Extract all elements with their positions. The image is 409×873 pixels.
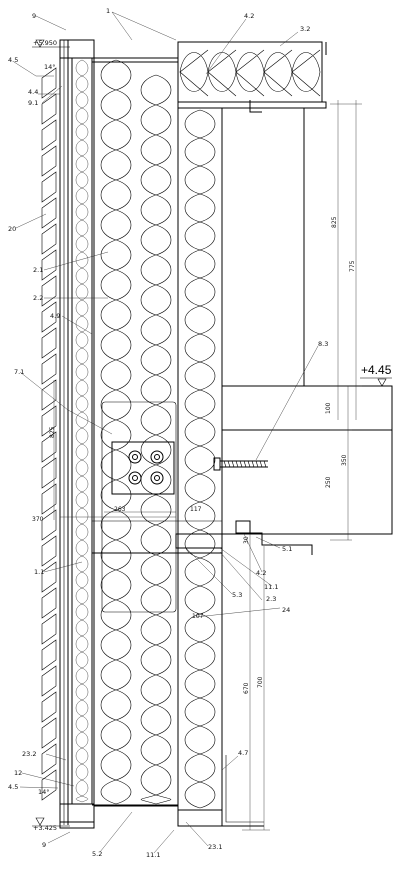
bracket-frame <box>101 401 177 613</box>
rigid-insulation-strip <box>71 57 93 805</box>
label-5-1: 5.1 <box>282 545 292 553</box>
dimension-lines <box>53 100 362 831</box>
label-24: 24 <box>282 606 290 614</box>
label-4-7: 4.7 <box>238 749 248 757</box>
level-marker-top <box>32 39 70 48</box>
label-4-5-bottom: 4.5 <box>8 783 18 791</box>
cladding-slat <box>41 249 57 281</box>
floor-slab <box>221 385 393 535</box>
label-4-2-top: 4.2 <box>244 12 254 20</box>
cladding-slat <box>41 431 57 463</box>
cladding-slat <box>41 743 57 775</box>
cladding-slat <box>41 561 57 593</box>
mineral-wool-outer-layer <box>93 57 179 807</box>
dimension-labels: 825 370 263 117 825 775 100 350 250 30 1… <box>32 216 356 694</box>
cladding-slat <box>41 301 57 333</box>
label-2-2: 2.2 <box>33 294 43 302</box>
label-9-top: 9 <box>32 12 36 20</box>
level-bottom: +3.425 <box>33 824 57 832</box>
label-3-2: 3.2 <box>300 25 310 33</box>
level-labels: +5.950 +4.45 +3.425 14° 14° <box>33 39 392 832</box>
label-2-1: 2.1 <box>33 266 43 274</box>
annotation-labels: 9 1 4.2 3.2 4.5 4.4 9.1 20 2.1 2.2 4.9 7… <box>8 7 328 859</box>
cladding-slat <box>41 353 57 385</box>
label-4-5-top: 4.5 <box>8 56 18 64</box>
label-11-1-bottom: 11.1 <box>146 851 160 859</box>
cladding-slat <box>41 327 57 359</box>
facade-cladding-slats <box>41 67 57 801</box>
level-top: +5.950 <box>33 39 57 47</box>
cladding-slat <box>41 119 57 151</box>
cladding-slat <box>41 457 57 489</box>
cladding-slat <box>41 223 57 255</box>
level-marker-bottom <box>32 817 70 827</box>
label-5-2: 5.2 <box>92 850 102 858</box>
cladding-slat <box>41 379 57 411</box>
cladding-slat <box>41 145 57 177</box>
label-9-1: 9.1 <box>28 99 38 107</box>
dim-117: 117 <box>190 506 202 513</box>
fire-barrier-profile <box>92 520 313 555</box>
cladding-slat <box>41 691 57 723</box>
cladding-slat <box>41 769 57 801</box>
cladding-slat <box>41 197 57 229</box>
cladding-slat <box>41 405 57 437</box>
dim-775: 775 <box>349 260 356 272</box>
label-12: 12 <box>14 769 22 777</box>
level-marker-slab <box>360 377 392 387</box>
cladding-slat <box>41 535 57 567</box>
slope-bottom: 14° <box>38 788 50 796</box>
dim-107: 107 <box>192 613 204 620</box>
dim-700: 700 <box>257 676 264 688</box>
cladding-slat <box>41 587 57 619</box>
cladding-slat <box>41 639 57 671</box>
anchor-bolt <box>213 457 268 471</box>
label-4-9: 4.9 <box>50 312 60 320</box>
label-9-bottom: 9 <box>42 841 46 849</box>
level-slab: +4.45 <box>361 363 392 377</box>
cladding-slat <box>41 275 57 307</box>
label-1-1: 1.1 <box>34 568 44 576</box>
bottom-plinth <box>177 755 264 827</box>
cladding-slat <box>41 483 57 515</box>
dim-263: 263 <box>114 506 126 513</box>
dim-670: 670 <box>243 682 250 694</box>
label-1-top: 1 <box>106 7 110 15</box>
label-20: 20 <box>8 225 16 233</box>
label-7-1: 7.1 <box>14 368 24 376</box>
cladding-slat <box>41 509 57 541</box>
label-2-3: 2.3 <box>266 595 276 603</box>
cladding-slat <box>41 67 57 99</box>
label-23-2: 23.2 <box>22 750 36 758</box>
label-4-4: 4.4 <box>28 88 38 96</box>
top-brackets <box>92 56 262 806</box>
label-5-3: 5.3 <box>232 591 242 599</box>
mineral-wool-inner-layer <box>177 107 223 811</box>
dim-30: 30 <box>243 536 250 544</box>
dim-825-right: 825 <box>331 216 338 228</box>
dim-250: 250 <box>325 476 332 488</box>
dim-370: 370 <box>32 516 44 523</box>
dim-100: 100 <box>325 402 332 414</box>
dim-350: 350 <box>341 454 348 466</box>
label-4-2-mid: 4.2 <box>256 569 266 577</box>
cladding-slat <box>41 665 57 697</box>
dim-825-left: 825 <box>49 426 56 438</box>
cladding-frame <box>59 39 95 829</box>
concrete-wall <box>221 107 305 387</box>
cladding-slat <box>41 613 57 645</box>
leader-lines <box>13 11 319 854</box>
slope-top: 14° <box>44 63 56 71</box>
top-insulation-block <box>177 41 327 109</box>
label-8-3: 8.3 <box>318 340 328 348</box>
cladding-slat <box>41 171 57 203</box>
cladding-slat <box>41 93 57 125</box>
cladding-slat <box>41 717 57 749</box>
label-11-1-mid: 11.1 <box>264 583 278 591</box>
label-23-1: 23.1 <box>208 843 222 851</box>
